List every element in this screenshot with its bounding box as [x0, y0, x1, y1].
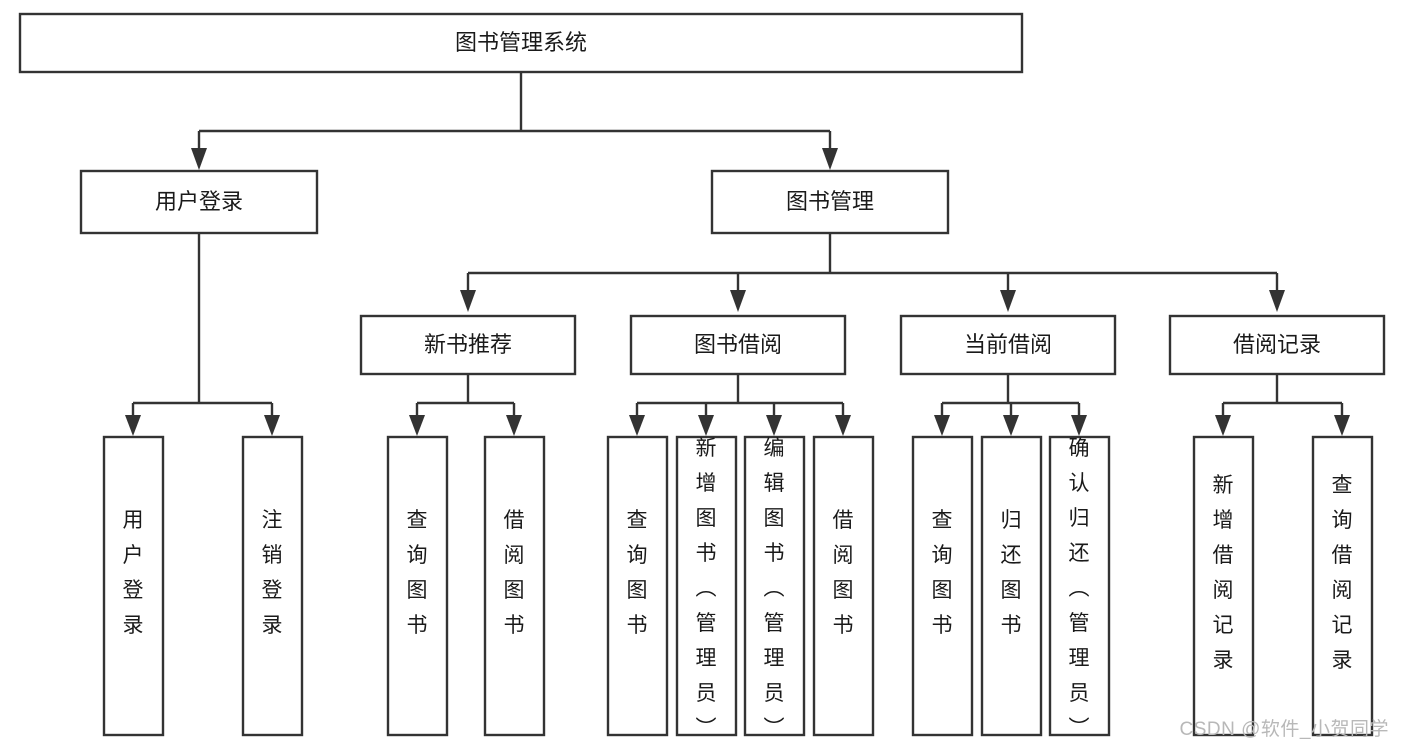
leaf-current-borrow-2-box[interactable] — [980, 435, 1043, 737]
leaf-new-book-recommend-1-label: 查询图书 — [407, 509, 428, 637]
node-user-login-label: 用户登录 — [155, 189, 243, 214]
leaf-user-login-1-label: 用户登录 — [123, 509, 144, 637]
leaf-current-borrow-2-label: 归还图书 — [1001, 509, 1022, 637]
leaf-new-book-recommend-2-label: 借阅图书 — [504, 509, 525, 637]
arrow-leaf-bb-2 — [698, 415, 714, 436]
leaf-borrow-record-1-label: 新增借阅记录 — [1213, 474, 1234, 672]
leaf-user-login-2[interactable]: 注销登录 — [241, 435, 304, 737]
leaf-current-borrow-3[interactable]: 确认归还︵管理员︶ — [1048, 435, 1111, 740]
leaf-book-borrow-3-box[interactable] — [743, 435, 806, 737]
node-root-box[interactable] — [18, 12, 1024, 74]
arrow-leaf-br-2 — [1334, 415, 1350, 436]
arrow-leaf-cb-3 — [1071, 415, 1087, 436]
arrow-leaf-br-1 — [1215, 415, 1231, 436]
node-borrow-record-box[interactable] — [1168, 314, 1386, 376]
leaf-current-borrow-1-box[interactable] — [911, 435, 974, 737]
leaf-book-borrow-2-label: 新增图书︵管理员︶ — [696, 437, 717, 740]
leaf-current-borrow-1[interactable]: 查询图书 — [911, 435, 974, 737]
node-book-borrow-box[interactable] — [629, 314, 847, 376]
leaf-user-login-2-label: 注销登录 — [262, 509, 283, 637]
arrow-leaf-newbook-2 — [506, 415, 522, 436]
node-current-borrow-label: 当前借阅 — [964, 332, 1052, 357]
leaf-book-borrow-1-box[interactable] — [606, 435, 669, 737]
leaf-current-borrow-2[interactable]: 归还图书 — [980, 435, 1043, 737]
arrow-leaf-newbook-1 — [409, 415, 425, 436]
node-borrow-record-label: 借阅记录 — [1233, 332, 1321, 357]
leaf-borrow-record-2-label: 查询借阅记录 — [1332, 474, 1353, 672]
arrow-leaf-user-login-1 — [125, 415, 141, 436]
node-new-book-recommend-label: 新书推荐 — [424, 332, 512, 357]
connector-layer — [125, 72, 1350, 436]
leaf-current-borrow-1-label: 查询图书 — [932, 509, 953, 637]
leaf-book-borrow-4-label: 借阅图书 — [833, 509, 854, 637]
node-root[interactable]: 图书管理系统 — [18, 12, 1024, 74]
leaf-borrow-record-2-box[interactable] — [1311, 435, 1374, 737]
arrow-root-to-book-mgmt — [822, 148, 838, 170]
node-new-book-recommend[interactable]: 新书推荐 — [359, 314, 577, 376]
arrow-leaf-cb-2 — [1003, 415, 1019, 436]
leaf-borrow-record-1[interactable]: 新增借阅记录 — [1192, 435, 1255, 737]
leaf-book-borrow-2-box[interactable] — [675, 435, 738, 737]
leaf-user-login-1[interactable]: 用户登录 — [102, 435, 165, 737]
node-user-login-box[interactable] — [79, 169, 319, 235]
node-user-login[interactable]: 用户登录 — [79, 169, 319, 235]
node-book-management-box[interactable] — [710, 169, 950, 235]
leaf-book-borrow-3-label: 编辑图书︵管理员︶ — [764, 437, 785, 740]
node-book-borrow-label: 图书借阅 — [694, 332, 782, 357]
node-current-borrow[interactable]: 当前借阅 — [899, 314, 1117, 376]
leaf-user-login-2-box[interactable] — [241, 435, 304, 737]
node-book-management-label: 图书管理 — [786, 189, 874, 214]
leaf-book-borrow-4-box[interactable] — [812, 435, 875, 737]
leaf-book-borrow-2[interactable]: 新增图书︵管理员︶ — [675, 435, 738, 740]
node-new-book-recommend-box[interactable] — [359, 314, 577, 376]
leaf-book-borrow-1-label: 查询图书 — [627, 509, 648, 637]
node-root-label: 图书管理系统 — [455, 30, 587, 55]
leaf-borrow-record-2[interactable]: 查询借阅记录 — [1311, 435, 1374, 737]
leaf-current-borrow-3-label: 确认归还︵管理员︶ — [1069, 437, 1090, 740]
arrow-leaf-bb-3 — [766, 415, 782, 436]
arrow-leaf-user-login-2 — [264, 415, 280, 436]
leaf-book-borrow-1[interactable]: 查询图书 — [606, 435, 669, 737]
node-book-management[interactable]: 图书管理 — [710, 169, 950, 235]
node-borrow-record[interactable]: 借阅记录 — [1168, 314, 1386, 376]
arrow-to-current-borrow — [1000, 290, 1016, 312]
arrow-leaf-bb-4 — [835, 415, 851, 436]
leaf-current-borrow-3-box[interactable] — [1048, 435, 1111, 737]
leaf-new-book-recommend-1-box[interactable] — [386, 435, 449, 737]
leaf-new-book-recommend-2-box[interactable] — [483, 435, 546, 737]
node-current-borrow-box[interactable] — [899, 314, 1117, 376]
arrow-to-book-borrow — [730, 290, 746, 312]
node-book-borrow[interactable]: 图书借阅 — [629, 314, 847, 376]
arrow-to-borrow-record — [1269, 290, 1285, 312]
arrow-root-to-user-login — [191, 148, 207, 170]
arrow-leaf-bb-1 — [629, 415, 645, 436]
leaf-borrow-record-1-box[interactable] — [1192, 435, 1255, 737]
leaf-new-book-recommend-2[interactable]: 借阅图书 — [483, 435, 546, 737]
leaf-book-borrow-3[interactable]: 编辑图书︵管理员︶ — [743, 435, 806, 740]
leaf-new-book-recommend-1[interactable]: 查询图书 — [386, 435, 449, 737]
arrow-leaf-cb-1 — [934, 415, 950, 436]
arrow-to-new-book — [460, 290, 476, 312]
leaf-book-borrow-4[interactable]: 借阅图书 — [812, 435, 875, 737]
leaf-user-login-1-box[interactable] — [102, 435, 165, 737]
